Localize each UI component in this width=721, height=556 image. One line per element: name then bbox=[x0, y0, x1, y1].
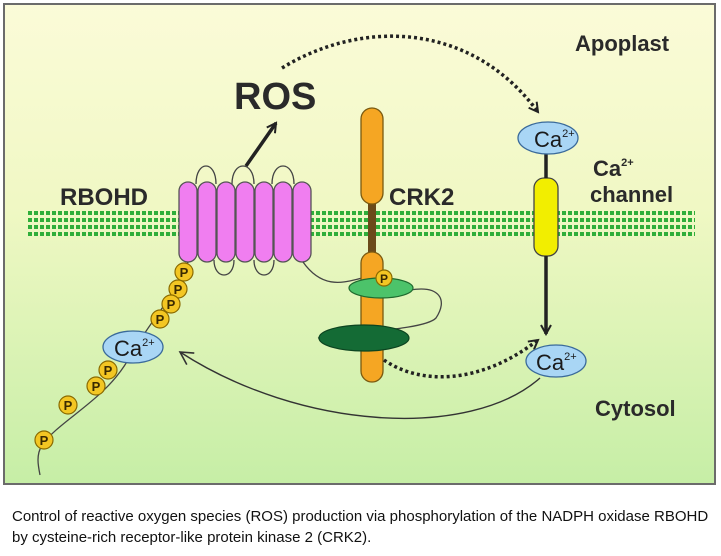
crk2-to-calcium-arrow bbox=[383, 338, 538, 379]
ros-label: ROS bbox=[234, 76, 316, 118]
svg-text:Ca2+: Ca2+ bbox=[536, 350, 577, 375]
rbohd-protein bbox=[178, 181, 312, 263]
ca-channel-ca: Ca bbox=[593, 156, 622, 181]
crk2-transmembrane-stalk bbox=[368, 196, 376, 260]
diagram: Apoplast Cytosol ROS RBOHD CRK2 Ca2+ cha… bbox=[3, 3, 716, 485]
rbohd-extracellular-loops bbox=[195, 165, 295, 185]
crk2-extracellular-domain bbox=[360, 107, 384, 205]
calcium-ion-apoplast: Ca2+ bbox=[517, 121, 579, 155]
apoplast-label: Apoplast bbox=[575, 31, 670, 56]
svg-text:Ca2+: Ca2+ bbox=[114, 336, 155, 361]
ca-channel-label: Ca2+ bbox=[593, 156, 634, 181]
crk2-label: CRK2 bbox=[389, 184, 454, 211]
phospho-site-7: P bbox=[58, 395, 78, 415]
diagram-background bbox=[3, 3, 716, 485]
phospho-site-8: P bbox=[34, 430, 54, 450]
svg-text:P: P bbox=[180, 265, 189, 280]
svg-text:P: P bbox=[380, 272, 388, 286]
calcium-ion-rbohd: Ca2+ bbox=[102, 330, 164, 364]
phospho-site-6: P bbox=[86, 376, 106, 396]
phospho-site-2: P bbox=[168, 279, 188, 299]
calcium-channel bbox=[533, 177, 559, 257]
svg-text:P: P bbox=[104, 363, 113, 378]
crk2-dark-domain bbox=[318, 324, 410, 352]
phospho-site-1: P bbox=[174, 262, 194, 282]
calcium-to-rbohd-arrow bbox=[178, 351, 541, 420]
svg-text:P: P bbox=[92, 379, 101, 394]
crk2-phospho-site: P bbox=[375, 269, 393, 287]
rbohd-label: RBOHD bbox=[60, 184, 148, 211]
figure-caption: Control of reactive oxygen species (ROS)… bbox=[12, 508, 709, 546]
rbohd-intracellular-loops bbox=[213, 259, 275, 276]
phospho-site-3: P bbox=[161, 294, 181, 314]
phospho-site-5: P bbox=[98, 360, 118, 380]
ca-channel-word: channel bbox=[590, 182, 673, 207]
plasma-membrane bbox=[28, 211, 695, 236]
cytosol-label: Cytosol bbox=[595, 396, 676, 421]
rbohd-to-ros-arrow bbox=[244, 123, 278, 168]
phospho-site-4: P bbox=[150, 309, 170, 329]
rbohd-phosphate-groups: P P P P P P P P bbox=[34, 262, 194, 450]
svg-text:P: P bbox=[174, 282, 183, 297]
svg-text:P: P bbox=[167, 297, 176, 312]
ca-channel-charge: 2+ bbox=[621, 157, 634, 169]
calcium-ion-cytosol: Ca2+ bbox=[525, 344, 587, 378]
svg-text:Ca2+: Ca2+ bbox=[534, 127, 575, 152]
svg-text:P: P bbox=[64, 398, 73, 413]
svg-text:P: P bbox=[156, 312, 165, 327]
svg-text:P: P bbox=[40, 433, 49, 448]
crk2-protein: P bbox=[317, 107, 442, 383]
